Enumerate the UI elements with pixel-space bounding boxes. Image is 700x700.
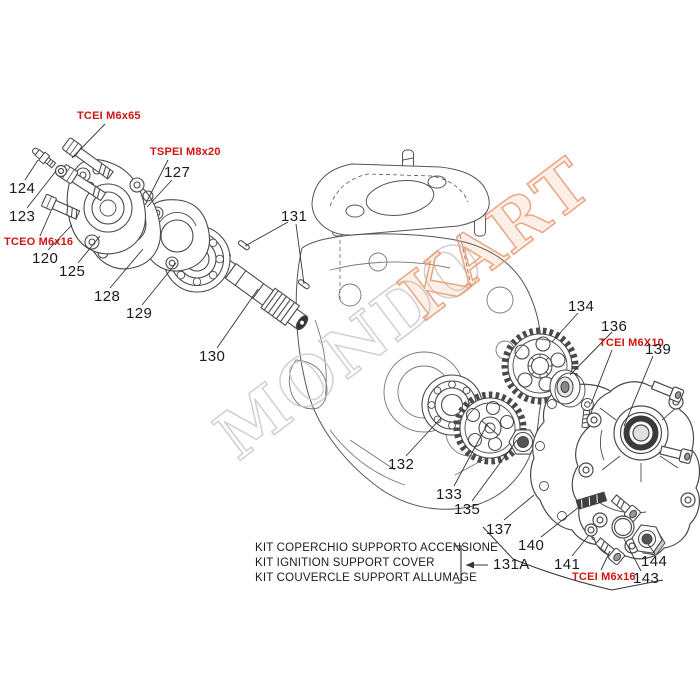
part-label-130: 130 (199, 348, 226, 365)
part-label-141: 141 (554, 556, 581, 573)
fastener-label-tcei-m6x65: TCEI M6x65 (77, 110, 141, 122)
sprocket-133-art (453, 391, 527, 465)
kit-group-line (482, 526, 664, 591)
spacer-136-art (549, 369, 586, 408)
part-label-129: 129 (126, 305, 153, 322)
washer-123-art (54, 164, 68, 178)
nut-144-art (631, 524, 666, 556)
part-label-128: 128 (94, 288, 121, 305)
part-label-134: 134 (568, 298, 595, 315)
part-label-144: 144 (641, 553, 668, 570)
tceo-m6x16-bolt-art (41, 193, 81, 220)
part-label-135: 135 (454, 501, 481, 518)
part-label-127: 127 (164, 164, 191, 181)
cover-brand-band (575, 491, 608, 510)
part-label-133: 133 (436, 486, 463, 503)
tcei-m6x16-bolts-art (594, 494, 641, 565)
fastener-label-tspei-m8x20: TSPEI M8x20 (150, 146, 221, 158)
part-label-125: 125 (59, 263, 86, 280)
kit-note-line-english: KIT IGNITION SUPPORT COVER (255, 557, 435, 569)
cover-bolts (650, 380, 693, 464)
oring-143-art (611, 515, 635, 539)
part-label-120: 120 (32, 250, 59, 267)
fastener-label-tcei-m6x16: TCEI M6x16 (572, 571, 636, 583)
part-label-136: 136 (601, 318, 628, 335)
part-label-123: 123 (9, 208, 36, 225)
tcei-m6x10-bolt-art (580, 397, 594, 429)
kit-note-bracket (454, 545, 488, 584)
washer-141-art (584, 523, 598, 537)
part-label-131: 131 (281, 208, 308, 225)
part-label-139: 139 (645, 341, 672, 358)
part-label-132: 132 (388, 456, 415, 473)
part-label-137: 137 (486, 521, 513, 538)
keys-131-art (237, 240, 310, 290)
kit-note-line-italian: KIT COPERCHIO SUPPORTO ACCENSIONE (255, 542, 499, 554)
fastener-label-tcei-m6x10: TCEI M6X10 (599, 337, 664, 349)
leader-lines (24, 123, 656, 572)
part-label-140: 140 (518, 537, 545, 554)
part-label-124: 124 (9, 180, 36, 197)
nut-135-art (508, 429, 538, 455)
ignition-cover-art (571, 380, 700, 560)
fastener-label-tceo-m6x16: TCEO M6x16 (4, 236, 74, 248)
fitting-124-art (32, 147, 57, 169)
kit-note-line-french: KIT COUVERCLE SUPPORT ALLUMAGE (255, 572, 478, 584)
part-label-131a: 131A (493, 556, 530, 573)
part-label-143: 143 (633, 570, 660, 587)
